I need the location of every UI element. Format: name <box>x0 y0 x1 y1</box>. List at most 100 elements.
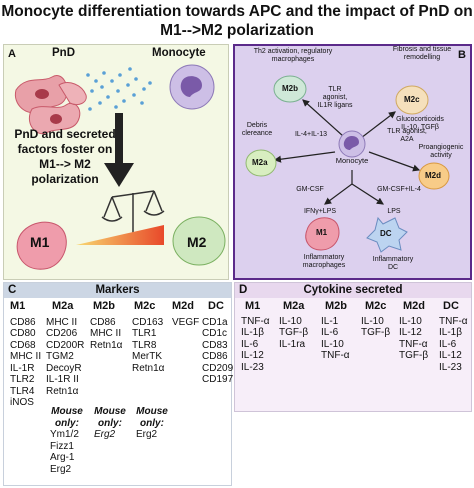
cytokine-col-m2c: M2c IL-10 TGF-β <box>361 300 391 339</box>
marker-item: TLR2 <box>10 374 35 385</box>
panel-a-illustration <box>14 64 226 270</box>
markers-title: Markers <box>95 284 140 296</box>
marker-item: MHC II <box>10 351 42 362</box>
m2c-label: M2c <box>404 95 420 104</box>
m2-cell-icon <box>172 216 226 266</box>
m2b-desc-1: Th2 activation, regulatory <box>253 48 333 55</box>
marker-item: CD86 <box>202 351 228 362</box>
balance-scale-icon <box>101 190 165 245</box>
mouse-only-label: Mouse only: <box>94 406 126 429</box>
cytokine-item: IL-12 <box>241 350 264 361</box>
caption-line-3: M1--> M2 <box>39 157 91 171</box>
m1-signal: IFNγ+LPS <box>303 208 337 215</box>
panel-a-label: A <box>8 48 16 60</box>
marker-item: CD86 <box>90 316 116 328</box>
m2b-signal-1: TLR <box>328 86 342 93</box>
caption-line-2: factors foster on <box>17 142 113 156</box>
m2c-signal-1: Glucocorticoids <box>396 116 444 123</box>
m2d-signal-1: TLR agonist, <box>387 128 427 135</box>
title-line-1: Monocyte differentiation towards APC and… <box>1 3 473 20</box>
m2b-signal-2: agonist, <box>322 94 348 101</box>
m1-small-cell-icon <box>305 217 340 251</box>
cytokine-col-m2b: M2b IL-1 IL-6 IL-10 TNF-α <box>321 300 350 362</box>
mouse-item: Erg2 <box>136 429 158 440</box>
cytokine-item: IL-12 <box>399 327 422 338</box>
mouse-only-label: Mouse only: <box>136 406 168 429</box>
pnd-label: PnD <box>52 47 75 59</box>
panel-a: A PnD Monocyte <box>3 44 229 280</box>
panel-b-label: B <box>458 49 466 61</box>
marker-item: TLR1 <box>132 328 157 339</box>
markers-col-m2d: M2d VEGF <box>172 300 200 328</box>
secreted-factors-icon <box>86 67 152 111</box>
marker-item: Retn1α <box>46 385 79 397</box>
col-header: M2b <box>93 300 115 312</box>
marker-item: TLR4 <box>10 385 35 397</box>
markers-col-m2b: M2b CD86 MHC II Retn1α Mouse only: Erg2 <box>90 300 130 441</box>
cytokine-item: IL-10 <box>361 315 384 327</box>
panel-b: B Th <box>233 44 472 280</box>
caption-line-1: PnD and secreted <box>14 127 116 141</box>
cytokine-item: TNF-α <box>321 350 350 361</box>
cytokine-item: IL-23 <box>439 361 462 373</box>
marker-item: CD83 <box>202 339 228 351</box>
cytokine-header: D Cytokine secreted <box>235 283 471 298</box>
marker-item: CD86 <box>10 316 36 328</box>
cytokine-item: IL-1β <box>439 327 462 338</box>
m2d-signal-2: A2A <box>400 136 414 143</box>
panel-a-caption: PnD and secreted factors foster on M1-->… <box>10 127 120 187</box>
markers-header: C Markers <box>4 283 231 298</box>
m2a-desc-1: Debris <box>246 122 268 129</box>
cytokine-item: IL-1β <box>241 327 264 338</box>
m1-desc-2: macrophages <box>302 262 346 269</box>
markers-col-m2c: M2c CD163 TLR1 TLR8 MerTK Retn1α Mouse o… <box>132 300 172 441</box>
mouse-only-label: Mouse only: <box>51 406 83 429</box>
center-monocyte-label: Monocyte <box>335 156 369 165</box>
col-header: M2a <box>283 300 305 312</box>
marker-item: VEGF <box>172 316 200 328</box>
markers-col-m1: M1 CD86 CD80 CD68 MHC II IL-1R TLR2 TLR4… <box>10 300 42 409</box>
m1-cell-label: M1 <box>316 228 328 237</box>
differentiation-arrows <box>273 99 421 205</box>
pnd-cells-icon <box>14 75 87 135</box>
marker-item: CD80 <box>10 328 36 339</box>
marker-item: IL-1R II <box>46 374 79 385</box>
mouse-item: Fizz1 <box>50 440 74 452</box>
panel-c: C Markers M1 CD86 CD80 CD68 MHC II IL-1R… <box>3 282 234 486</box>
marker-item: Retn1α <box>90 339 123 351</box>
cytokine-item: TGF-β <box>361 327 391 338</box>
figure-title: Monocyte differentiation towards APC and… <box>0 0 474 42</box>
marker-item: CD209 <box>202 362 234 374</box>
cytokine-item: IL-10 <box>321 338 344 350</box>
dc-inducer: GM-CSF+IL-4 <box>377 186 421 193</box>
mouse-item: Erg2 <box>94 429 116 440</box>
m2c-signal-2: IL-10, TGFβ <box>401 124 439 131</box>
cytokine-item: IL-10 <box>399 315 422 327</box>
cytokine-item: IL-6 <box>321 327 339 338</box>
marker-item: CD163 <box>132 316 164 328</box>
marker-item: CD206 <box>46 328 78 339</box>
marker-item: DecoyR <box>46 362 82 374</box>
panel-d-label: D <box>239 284 248 296</box>
col-header: DC <box>208 300 224 312</box>
marker-item: iNOS <box>10 397 34 408</box>
dc-desc-2: DC <box>387 264 399 271</box>
marker-item: CD1c <box>202 328 228 339</box>
mouse-item: Arg-1 <box>50 452 75 463</box>
m2a-cell-icon <box>245 149 277 177</box>
m2d-cell-icon <box>418 162 450 190</box>
marker-item: MHC II <box>46 316 78 328</box>
marker-item: TGM2 <box>46 351 74 362</box>
cytokine-item: TNF-α <box>439 315 468 327</box>
m2d-signal: TLR agonist,A2A <box>381 128 433 144</box>
m2a-desc-2: clereance <box>241 130 273 137</box>
cytokine-item: TGF-β <box>279 327 309 338</box>
center-monocyte-icon <box>338 130 366 158</box>
down-arrow-icon <box>104 113 134 187</box>
